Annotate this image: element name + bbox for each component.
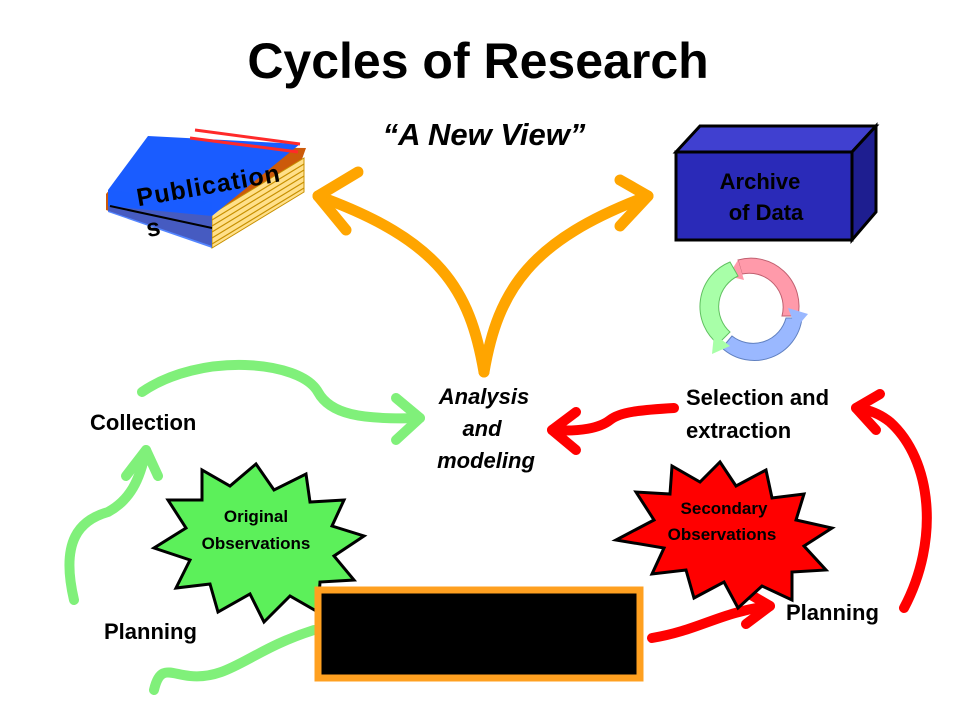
red-cycle-arrows <box>547 389 932 643</box>
problem-definition-label: Problem Definition <box>389 603 576 626</box>
planning-left-label: Planning <box>104 619 197 644</box>
arrow-selection-to-analysis <box>547 403 679 436</box>
original-observations-label: Original <box>224 507 288 526</box>
archive-box <box>672 122 880 245</box>
selection-label-2: extraction <box>686 418 791 443</box>
arrow-planning-to-selection <box>851 403 932 613</box>
selection-label: Selection and <box>686 385 829 410</box>
archive-label-2: of Data <box>729 200 804 225</box>
original-observations-burst <box>150 461 368 625</box>
arrowhead-publications <box>312 166 364 236</box>
arrow-to-archive <box>478 190 654 378</box>
arrowhead-archive <box>614 174 654 232</box>
arrowhead-planning-right <box>741 587 775 629</box>
problem-definition-label-2: (Research Objectives) <box>372 638 593 661</box>
arrow-collection-to-analysis <box>137 359 425 424</box>
page-title: Cycles of Research <box>247 33 708 89</box>
secondary-observations-label: Secondary <box>681 499 768 518</box>
green-cycle-arrows <box>64 359 425 695</box>
arrowhead-analysis <box>391 393 425 445</box>
planning-right-label: Planning <box>786 600 879 625</box>
secondary-observations-label-2: Observations <box>668 525 777 544</box>
arrow-planning-to-collection <box>64 445 151 605</box>
arrow-problem-to-planning <box>149 625 319 695</box>
original-observations-label-2: Observations <box>202 534 311 553</box>
subtitle: “A New View” <box>383 117 586 152</box>
analysis-label-3: modeling <box>437 448 535 473</box>
publications-label-2: s <box>144 213 163 243</box>
arrow-to-publications <box>312 190 490 378</box>
cycle-icon <box>699 257 808 361</box>
arrowhead-analysis-red <box>547 407 581 455</box>
arrowhead-selection <box>851 389 885 435</box>
arrowhead-collection <box>121 445 163 481</box>
publications-book-icon <box>106 128 306 249</box>
archive-label: Archive <box>720 169 801 194</box>
analysis-label-2: and <box>462 416 502 441</box>
orange-arrows <box>312 166 654 378</box>
arrow-problem-to-planning-right <box>647 601 775 643</box>
analysis-label: Analysis <box>438 384 530 409</box>
problem-definition-box <box>314 586 644 682</box>
collection-label: Collection <box>90 410 196 435</box>
secondary-observations-burst <box>611 459 836 611</box>
